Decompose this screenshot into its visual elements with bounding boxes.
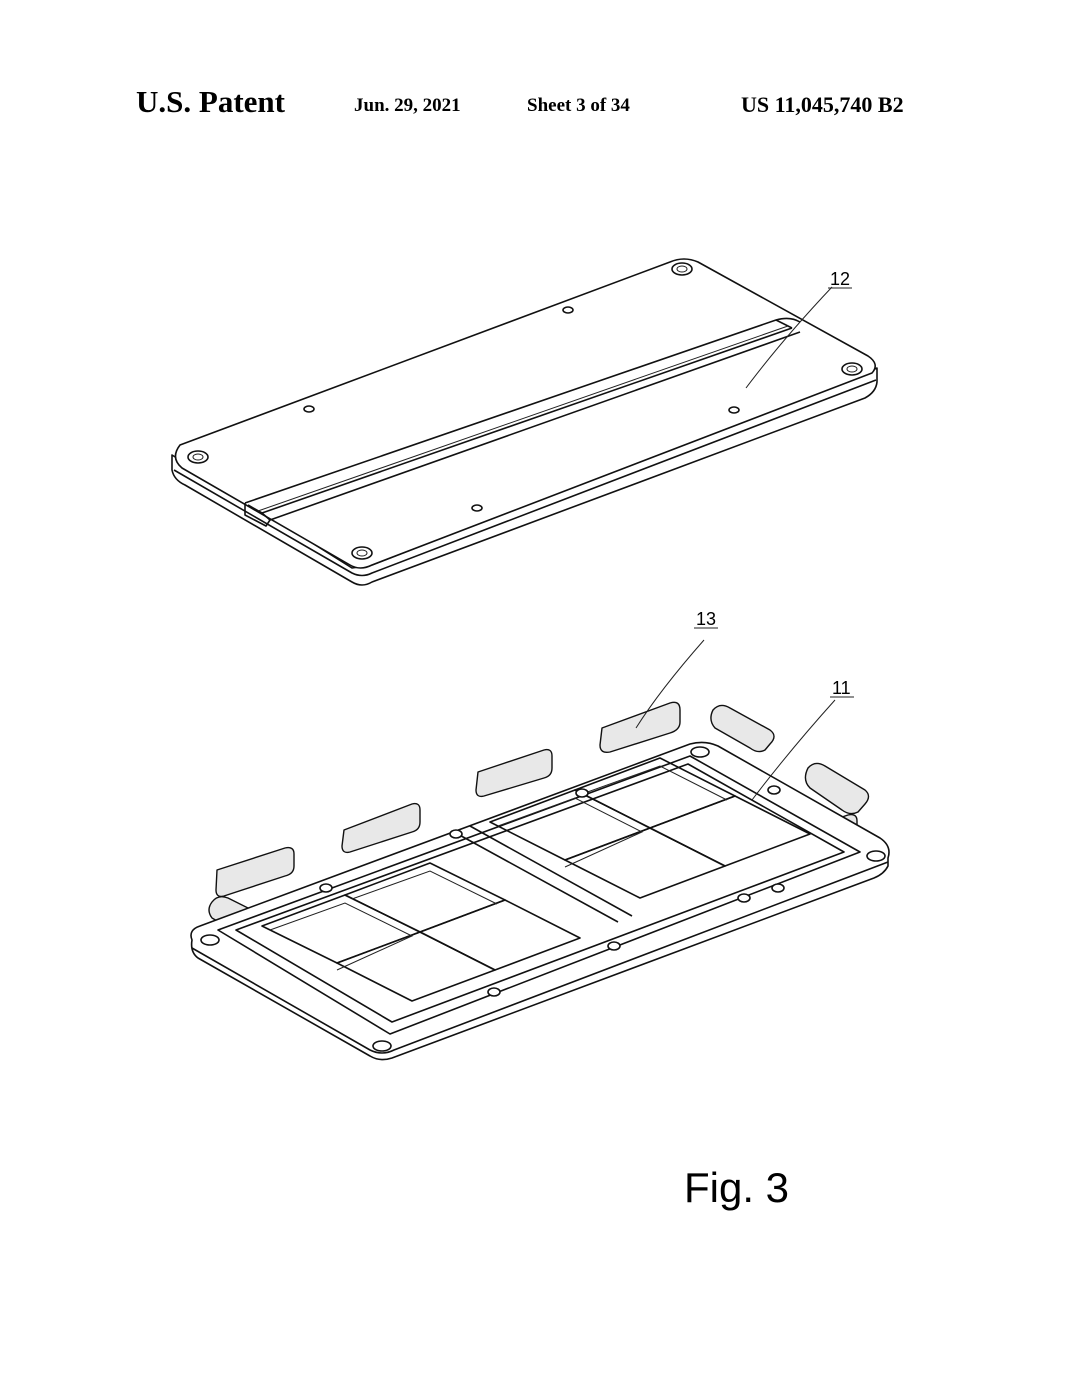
patent-number: US 11,045,740 B2	[741, 92, 904, 117]
ref-numeral-13: 13	[696, 609, 716, 629]
publication-date: Jun. 29, 2021	[354, 95, 461, 116]
figure-label: Fig. 3	[684, 1164, 790, 1211]
ref-numeral-11: 11	[832, 678, 851, 698]
upper-plate-drawing	[171, 258, 878, 586]
lower-frame-drawing	[190, 699, 890, 1061]
ref-numeral-12: 12	[830, 269, 850, 289]
publication-type: U.S. Patent	[136, 84, 285, 119]
sheet-number: Sheet 3 of 34	[527, 95, 630, 116]
